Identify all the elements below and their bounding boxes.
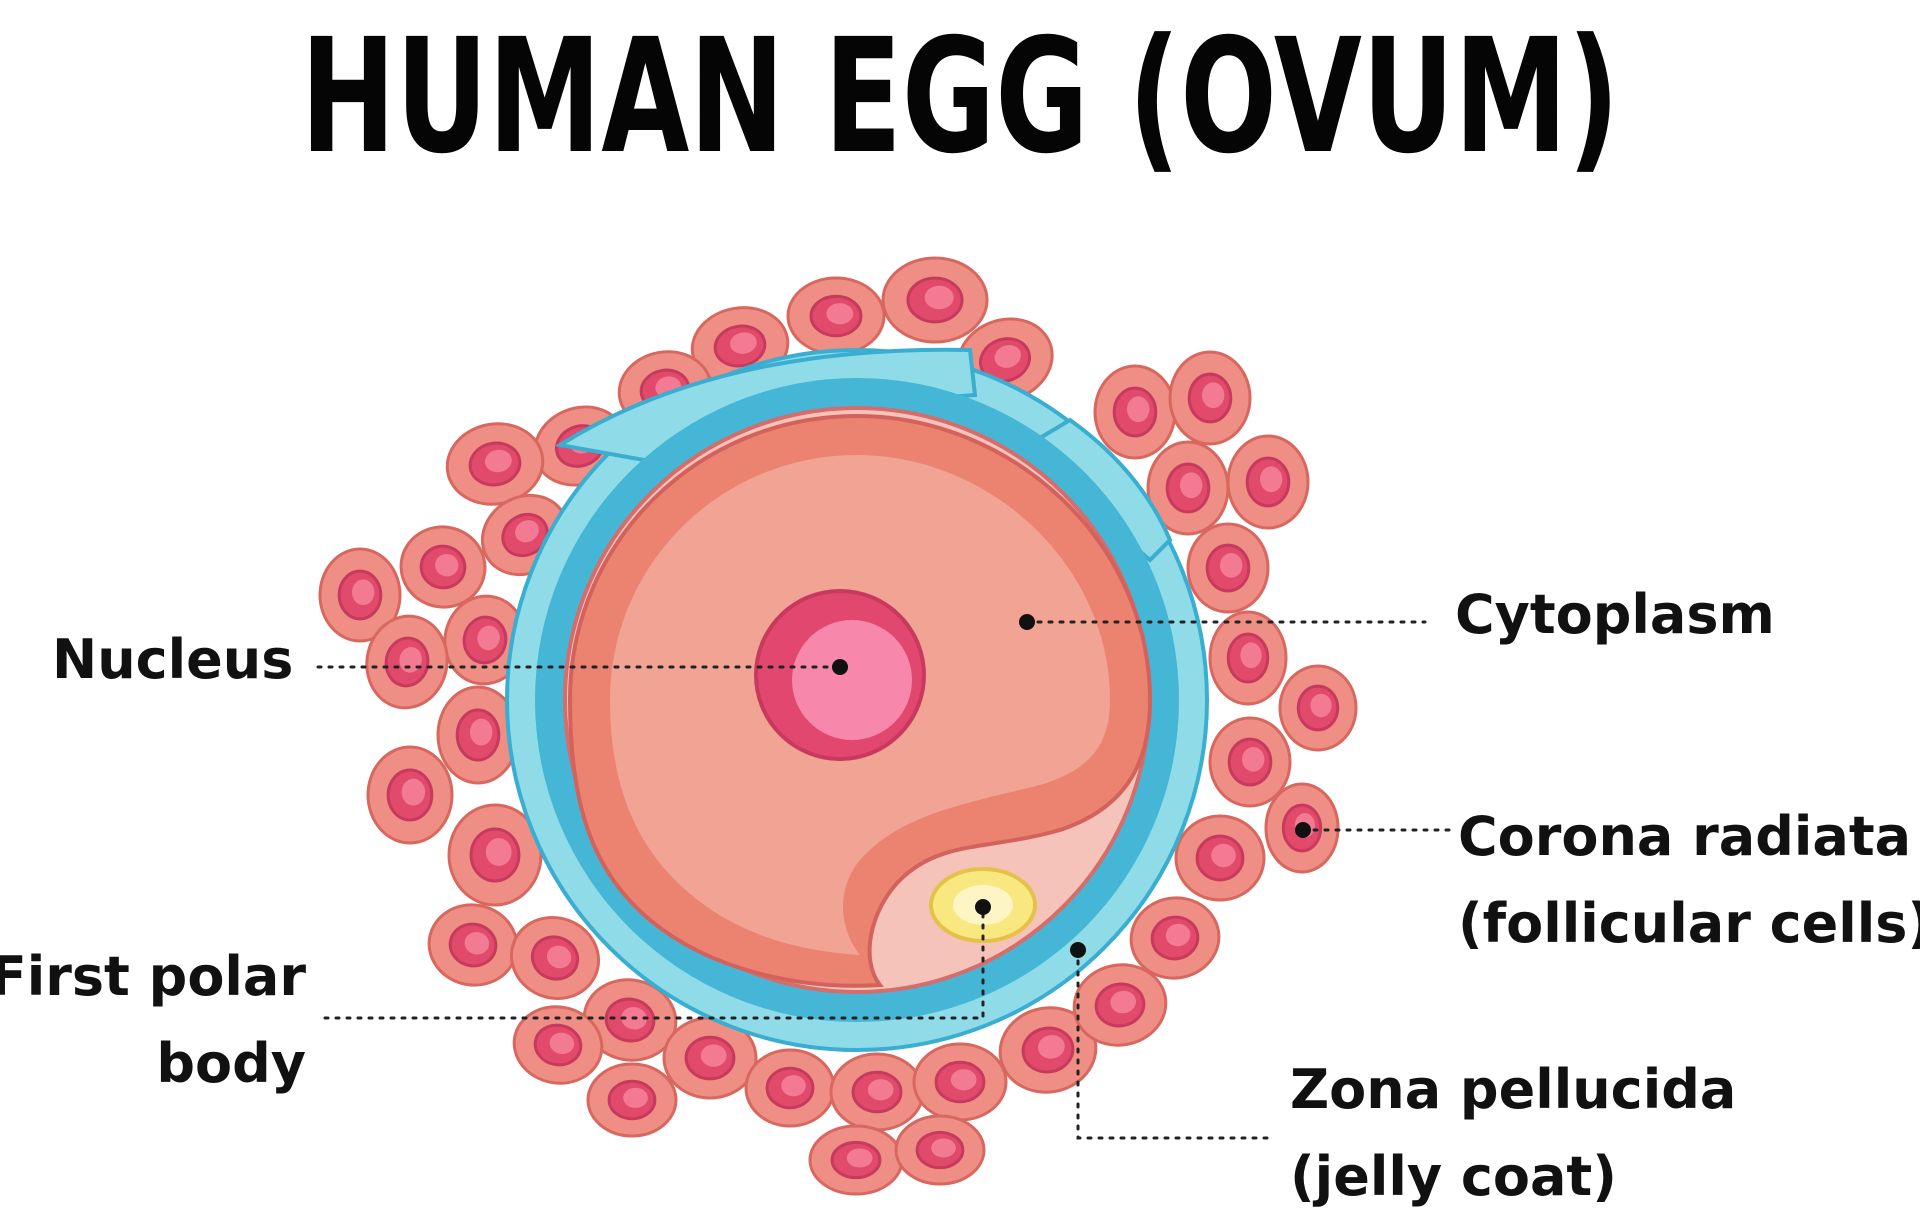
- label-nucleus: Nucleus: [52, 628, 293, 691]
- label-corona-line2: (follicular cells): [1458, 892, 1920, 955]
- leader-dot-zona: [1070, 942, 1086, 958]
- follicular-cell: [443, 594, 527, 686]
- follicular-cell: [318, 547, 402, 643]
- label-polar-line1: First polar: [0, 945, 306, 1008]
- follicular-cell: [1208, 716, 1292, 808]
- follicular-cell: [894, 1114, 986, 1186]
- label-polar-line2: body: [156, 1032, 306, 1095]
- leader-dot-cytoplasm: [1019, 614, 1035, 630]
- oocyte: [563, 406, 1153, 994]
- corona-radiata-cells: [318, 256, 1358, 1196]
- leader-line-zona: [1076, 948, 1277, 1140]
- follicular-cell: [366, 745, 454, 845]
- follicular-cell: [1093, 364, 1177, 460]
- follicular-cell: [582, 978, 678, 1062]
- follicular-cell: [744, 1048, 836, 1128]
- follicular-cell: [512, 1005, 604, 1085]
- follicular-cell: [1226, 434, 1310, 530]
- label-zona-line2: (jelly coat): [1290, 1145, 1617, 1208]
- follicular-cell: [445, 422, 545, 506]
- label-corona-line1: Corona radiata: [1458, 805, 1911, 868]
- follicular-cell: [399, 525, 487, 609]
- follicular-cell: [881, 256, 989, 344]
- follicular-cell: [509, 916, 601, 1000]
- label-cytoplasm: Cytoplasm: [1455, 583, 1775, 646]
- follicular-cell: [1208, 610, 1288, 706]
- leader-dots: [832, 614, 1311, 958]
- follicular-cell: [1186, 522, 1270, 614]
- follicular-cell: [829, 1052, 925, 1132]
- leader-lines: [316, 620, 1457, 1140]
- follicular-cell: [427, 903, 519, 987]
- follicular-cell: [808, 1124, 904, 1196]
- follicular-cell: [1278, 664, 1358, 752]
- follicular-cell: [1174, 814, 1266, 902]
- follicular-cell: [786, 276, 886, 356]
- follicular-cell: [998, 1006, 1098, 1094]
- leader-line-polar-body: [323, 903, 985, 1020]
- nucleus-inner: [792, 620, 912, 740]
- label-zona-line1: Zona pellucida: [1290, 1058, 1736, 1121]
- page-title: HUMAN EGG (OVUM): [300, 5, 1620, 189]
- follicular-cell: [662, 1016, 758, 1100]
- follicular-cell: [1168, 350, 1252, 446]
- follicular-cell: [1072, 963, 1168, 1047]
- follicular-cell: [912, 1042, 1008, 1122]
- leader-dot-corona: [1295, 822, 1311, 838]
- leader-dot-nucleus: [832, 659, 848, 675]
- follicular-cell: [436, 685, 520, 785]
- follicular-cell: [1129, 896, 1221, 980]
- follicular-cell: [586, 1062, 678, 1138]
- leader-dot-polar-body: [975, 899, 991, 915]
